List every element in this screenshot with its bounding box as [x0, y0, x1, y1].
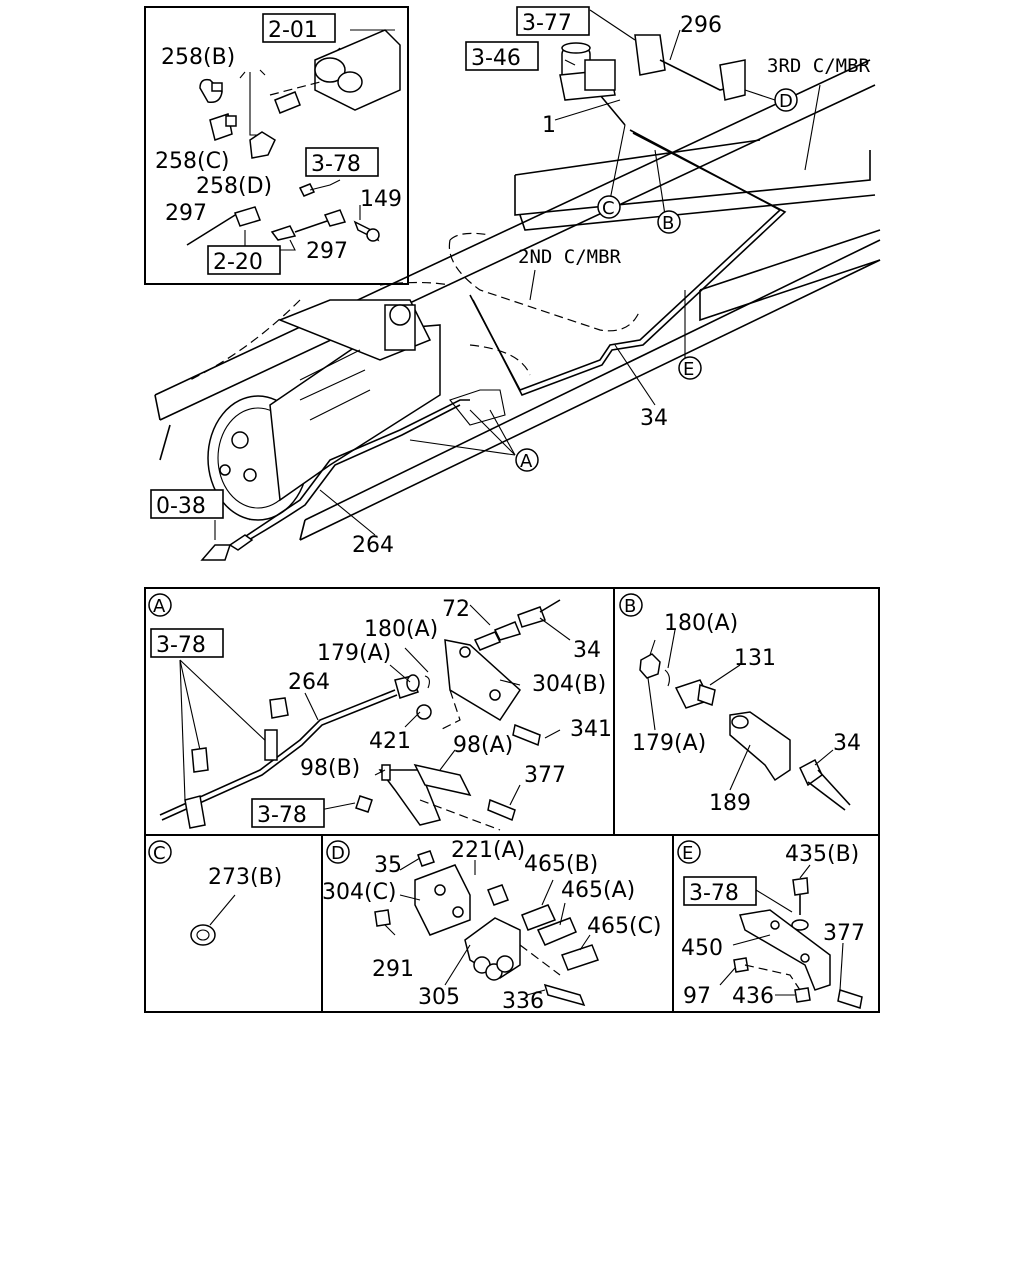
detail-b: B 180(A) 131 179(A) 34 189 — [619, 593, 861, 816]
part-label-d-221a: 221(A) — [451, 838, 525, 863]
part-label-258b: 258(B) — [161, 45, 235, 70]
part-label-a-98b: 98(B) — [300, 756, 360, 781]
ref-box-3-78: 3-78 — [305, 147, 379, 177]
svg-text:B: B — [662, 213, 674, 234]
part-label-e-435b: 435(B) — [785, 842, 859, 867]
ref-box-3-78-a2: 3-78 — [251, 798, 325, 828]
part-label-a-180: 180(A) — [364, 617, 438, 642]
svg-text:D: D — [331, 843, 345, 864]
part-label-a-34: 34 — [573, 638, 601, 663]
part-label-d-465b: 465(B) — [524, 852, 598, 877]
transmission — [207, 299, 441, 521]
ref-label: 3-78 — [689, 881, 739, 906]
part-label-149: 149 — [360, 187, 402, 212]
callout-e: E — [678, 356, 702, 380]
pipe-34 — [469, 84, 787, 396]
detail-d-marker: D — [326, 840, 350, 864]
detail-e-marker: E — [677, 840, 701, 864]
svg-text:D: D — [779, 91, 793, 112]
master-cylinder — [559, 34, 746, 101]
part-label-d-291: 291 — [372, 957, 414, 982]
part-label-e-97: 97 — [683, 984, 711, 1009]
detail-c: C 273(B) — [148, 840, 282, 946]
detail-a-marker: A — [148, 593, 172, 617]
member-label-2nd: 2ND C/MBR — [518, 246, 622, 268]
part-label-a-304b: 304(B) — [532, 672, 606, 697]
ref-label: 3-78 — [156, 633, 206, 658]
detail-panels — [144, 587, 880, 1013]
ref-label: 0-38 — [156, 494, 206, 519]
detail-d: D 35 221(A) 465(B) 304(C) 465(A) 465(C) … — [322, 838, 662, 1014]
part-label-258c: 258(C) — [155, 149, 230, 174]
ref-box-2-20: 2-20 — [207, 245, 281, 275]
svg-text:E: E — [683, 359, 694, 380]
detail-a: A 3-78 — [148, 593, 612, 831]
part-label-b-179: 179(A) — [632, 731, 706, 756]
part-label-258d: 258(D) — [196, 174, 272, 199]
ref-label: 3-77 — [522, 11, 572, 36]
ref-box-2-01: 2-01 — [262, 13, 336, 43]
part-label-a-377: 377 — [524, 763, 566, 788]
ref-box-3-78-a: 3-78 — [150, 628, 224, 658]
part-label-264: 264 — [352, 533, 394, 558]
ref-box-0-38: 0-38 — [150, 489, 224, 519]
part-label-d-465c: 465(C) — [587, 914, 662, 939]
svg-text:C: C — [602, 198, 615, 219]
ref-label: 2-20 — [213, 250, 263, 275]
part-label-a-421: 421 — [369, 729, 411, 754]
part-label-d-305: 305 — [418, 985, 460, 1010]
part-label-34: 34 — [640, 406, 668, 431]
svg-text:A: A — [153, 596, 166, 617]
part-label-b-131: 131 — [734, 646, 776, 671]
callout-c: C — [597, 195, 621, 219]
part-label-d-336: 336 — [502, 989, 544, 1014]
ref-label: 3-46 — [471, 46, 521, 71]
member-label-3rd: 3RD C/MBR — [767, 55, 871, 77]
part-label-a-72: 72 — [442, 597, 470, 622]
part-label-297b: 297 — [306, 239, 348, 264]
detail-c-marker: C — [148, 840, 172, 864]
part-label-b-180: 180(A) — [664, 611, 738, 636]
svg-text:E: E — [682, 843, 693, 864]
leader-lines — [214, 9, 821, 540]
ref-box-3-78-e: 3-78 — [683, 876, 757, 906]
part-label-a-264: 264 — [288, 670, 330, 695]
callout-b: B — [657, 210, 681, 234]
part-label-a-341: 341 — [570, 717, 612, 742]
part-label-296: 296 — [680, 13, 722, 38]
part-label-e-377: 377 — [823, 921, 865, 946]
part-label-297a: 297 — [165, 201, 207, 226]
part-label-b-189: 189 — [709, 791, 751, 816]
part-label-b-34: 34 — [833, 731, 861, 756]
ref-box-3-46: 3-46 — [465, 41, 539, 71]
ref-box-3-77: 3-77 — [516, 6, 590, 36]
detail-b-marker: B — [619, 593, 643, 617]
part-label-d-465a: 465(A) — [561, 878, 635, 903]
main-assembly-view: 2-01 3-77 3-46 0-38 296 3RD C/MBR 1 2ND … — [150, 6, 881, 561]
callout-a: A — [515, 448, 539, 472]
part-label-d-304c: 304(C) — [322, 880, 397, 905]
part-label-e-450: 450 — [681, 936, 723, 961]
ref-label: 2-01 — [268, 18, 318, 43]
svg-text:C: C — [153, 843, 166, 864]
part-label-e-436: 436 — [732, 984, 774, 1009]
part-label-a-179: 179(A) — [317, 641, 391, 666]
ref-label: 3-78 — [311, 152, 361, 177]
callout-d: D — [774, 88, 798, 112]
svg-text:A: A — [520, 451, 533, 472]
inset-clutch-slave: 3-78 2-20 258(B) 258(C) 258(D) 149 297 2… — [144, 6, 409, 285]
svg-text:B: B — [624, 596, 636, 617]
part-label-d-35: 35 — [374, 853, 402, 878]
part-label-c-273b: 273(B) — [208, 865, 282, 890]
hose-264 — [200, 389, 506, 561]
part-label-a-98a: 98(A) — [453, 733, 513, 758]
detail-e: E 3-78 435(B) 377 450 97 436 — [677, 840, 865, 1009]
ref-label: 3-78 — [257, 803, 307, 828]
part-label-1: 1 — [542, 113, 556, 138]
